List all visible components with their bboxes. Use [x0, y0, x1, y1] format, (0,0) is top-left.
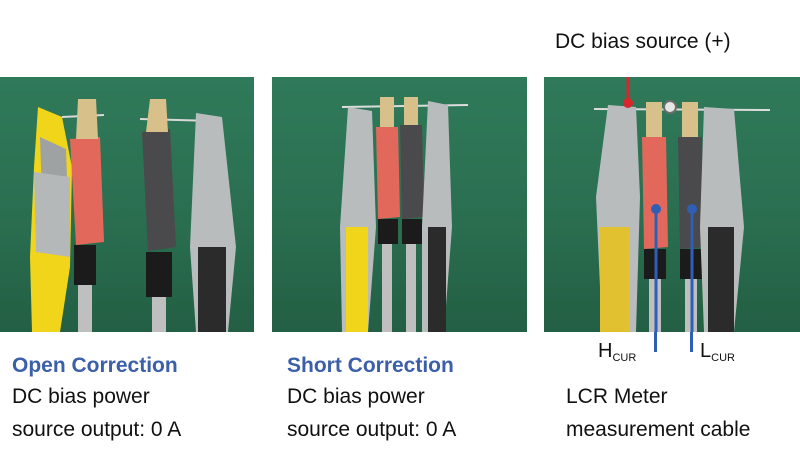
red-clip: [376, 127, 400, 219]
yellow-cable: [346, 227, 368, 332]
black-boot: [402, 219, 422, 244]
black-clip: [400, 125, 424, 219]
black-boot: [378, 219, 398, 244]
black-sleeve: [198, 247, 226, 332]
black-clip: [142, 129, 176, 251]
open-correction-line1: DC bias power: [12, 385, 150, 408]
short-correction-line2: source output: 0 A: [287, 418, 457, 441]
brass-jaw: [646, 102, 662, 137]
lcr-measurement-photo: [544, 77, 800, 332]
open-correction-title: Open Correction: [12, 354, 178, 377]
lcur-label: LCUR: [700, 340, 735, 364]
lcur-label-main: L: [700, 340, 712, 362]
cable: [78, 285, 92, 332]
lcur-marker-extension: [690, 332, 693, 352]
open-correction-line2: source output: 0 A: [12, 418, 182, 441]
hcur-marker-extension: [654, 332, 657, 352]
black-sleeve: [428, 227, 446, 332]
short-correction-illustration: [340, 97, 469, 332]
yellow-cable: [600, 227, 630, 332]
gray-clip-body: [34, 172, 70, 257]
hcur-label: HCUR: [598, 340, 636, 364]
red-clip: [70, 137, 104, 245]
lcur-label-sub: CUR: [711, 352, 735, 364]
open-correction-illustration: [30, 99, 236, 332]
open-correction-photo: [0, 77, 254, 332]
hcur-label-main: H: [598, 340, 613, 362]
lcr-meter-line1: LCR Meter: [566, 385, 668, 408]
short-correction-photo: [272, 77, 527, 332]
black-boot: [74, 245, 96, 285]
black-boot: [146, 252, 172, 297]
short-correction-line1: DC bias power: [287, 385, 425, 408]
hcur-label-sub: CUR: [612, 352, 637, 364]
dc-bias-marker-dot: [623, 98, 633, 108]
cable: [152, 297, 166, 332]
brass-jaw: [380, 97, 394, 127]
lcr-meter-line2: measurement cable: [566, 418, 751, 441]
red-clip: [642, 137, 668, 249]
cable: [406, 244, 416, 332]
dc-bias-source-label: DC bias source (+): [555, 30, 731, 53]
component: [663, 100, 677, 114]
short-correction-title: Short Correction: [287, 354, 454, 377]
brass-jaw: [146, 99, 168, 132]
lcr-measurement-illustration: [593, 77, 771, 332]
brass-jaw: [404, 97, 418, 125]
brass-jaw: [682, 102, 698, 137]
black-clip: [678, 137, 704, 249]
brass-jaw: [76, 99, 98, 139]
cable: [382, 244, 392, 332]
black-sleeve: [708, 227, 734, 332]
